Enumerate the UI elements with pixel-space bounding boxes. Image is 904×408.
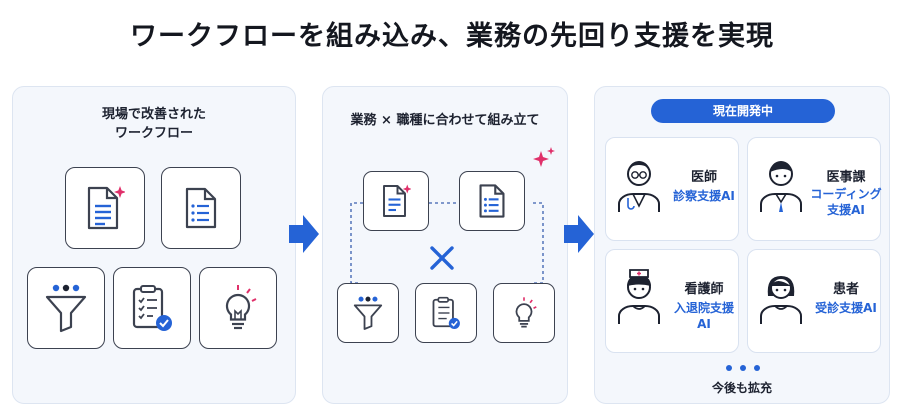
more-dots-icon [726, 365, 760, 371]
checklist-icon [132, 285, 172, 331]
role-name: 医師 [690, 170, 717, 185]
list-document-icon [479, 184, 505, 218]
checklist-piece [415, 283, 477, 343]
sparkle-icon [114, 186, 125, 198]
panel-title: 業務 × 職種に合わせて組み立て [350, 113, 540, 128]
role-ai-label: 診察支援AI [673, 189, 735, 203]
role-ai-label-line2: 支援AI [827, 203, 865, 217]
list-document-card [161, 167, 241, 249]
role-name: 医事課 [826, 170, 866, 185]
funnel-icon [353, 296, 383, 330]
cross-icon [430, 246, 454, 270]
lightbulb-icon [515, 297, 537, 328]
role-ai-label: 入退院支援AI [673, 301, 734, 331]
clerk-avatar-icon [760, 161, 802, 212]
role-name: 看護師 [684, 282, 724, 297]
page-title: ワークフローを組み込み、業務の先回り支援を実現 [130, 21, 774, 52]
panel-title-line1: 現場で改善された [101, 107, 206, 122]
funnel-piece [337, 283, 399, 343]
checklist-card [113, 267, 191, 349]
role-name: 患者 [832, 282, 859, 297]
funnel-card [27, 267, 105, 349]
sparkle-icon [533, 147, 555, 167]
list-document-icon [185, 187, 217, 229]
role-card-nurse: 看護師 入退院支援AI [605, 249, 739, 353]
document-piece [363, 171, 429, 231]
lightbulb-card [199, 267, 277, 349]
document-icon [87, 186, 125, 230]
funnel-icon [45, 284, 87, 333]
role-card-patient: 患者 受診支援AI [747, 249, 881, 353]
nurse-avatar-icon [618, 269, 660, 324]
checklist-icon [432, 296, 460, 329]
role-card-medical-affairs: 医事課 コーディング 支援AI [747, 137, 882, 241]
patient-avatar-icon [760, 276, 802, 324]
panel-assembly: 業務 × 職種に合わせて組み立て [322, 86, 568, 404]
arrow-right-icon [289, 215, 319, 253]
panel-title-line2: ワークフロー [114, 126, 193, 141]
lightbulb-icon [225, 285, 257, 330]
panel-in-development: 現在開発中 医師 診察支援AI 医事課 コーディング 支援AI [594, 86, 890, 404]
panel-current-workflow: 現場で改善された ワークフロー [12, 86, 296, 404]
role-ai-label-line1: コーディング [810, 187, 882, 201]
role-ai-label: 受診支援AI [815, 301, 877, 315]
document-icon [383, 184, 411, 217]
role-card-doctor: 医師 診察支援AI [605, 137, 739, 241]
arrow-right-icon [564, 215, 594, 253]
lightbulb-piece [493, 283, 555, 343]
document-card [65, 167, 145, 249]
status-badge: 現在開発中 [651, 99, 835, 123]
list-document-piece [459, 171, 525, 231]
doctor-avatar-icon [618, 161, 660, 212]
expansion-label: 今後も拡充 [711, 381, 772, 395]
